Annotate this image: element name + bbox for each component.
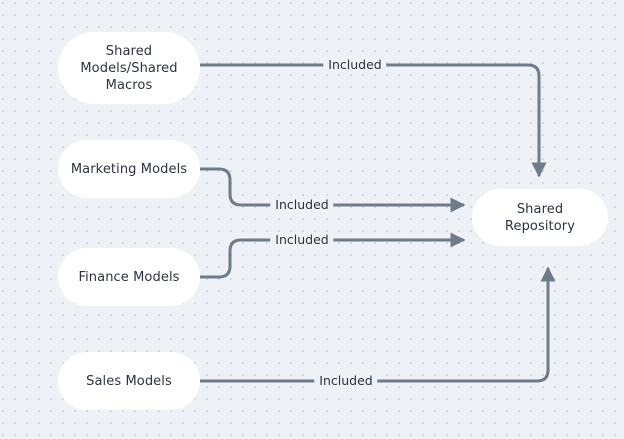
- edge-label-shared-models: Included: [323, 58, 387, 72]
- edge-shared-models-to-repository: [200, 63, 547, 178]
- edge-marketing-to-repository: [200, 167, 466, 213]
- node-finance-models[interactable]: Finance Models: [58, 248, 200, 306]
- node-shared-repository-label: Shared Repository: [504, 201, 576, 234]
- node-shared-repository[interactable]: Shared Repository: [472, 189, 608, 246]
- edge-finance-to-repository: [200, 232, 466, 279]
- node-shared-models[interactable]: Shared Models/Shared Macros: [58, 32, 200, 104]
- node-marketing-models[interactable]: Marketing Models: [58, 140, 200, 198]
- node-sales-models-label: Sales Models: [86, 373, 172, 389]
- node-finance-models-label: Finance Models: [78, 269, 180, 285]
- edge-sales-to-repository: [200, 266, 556, 383]
- node-shared-models-label: Shared Models/Shared Macros: [80, 43, 178, 93]
- node-marketing-models-label: Marketing Models: [70, 161, 188, 177]
- node-sales-models[interactable]: Sales Models: [58, 352, 200, 410]
- edge-label-sales: Included: [314, 374, 378, 388]
- edge-label-marketing: Included: [270, 198, 334, 212]
- edge-label-finance: Included: [270, 233, 334, 247]
